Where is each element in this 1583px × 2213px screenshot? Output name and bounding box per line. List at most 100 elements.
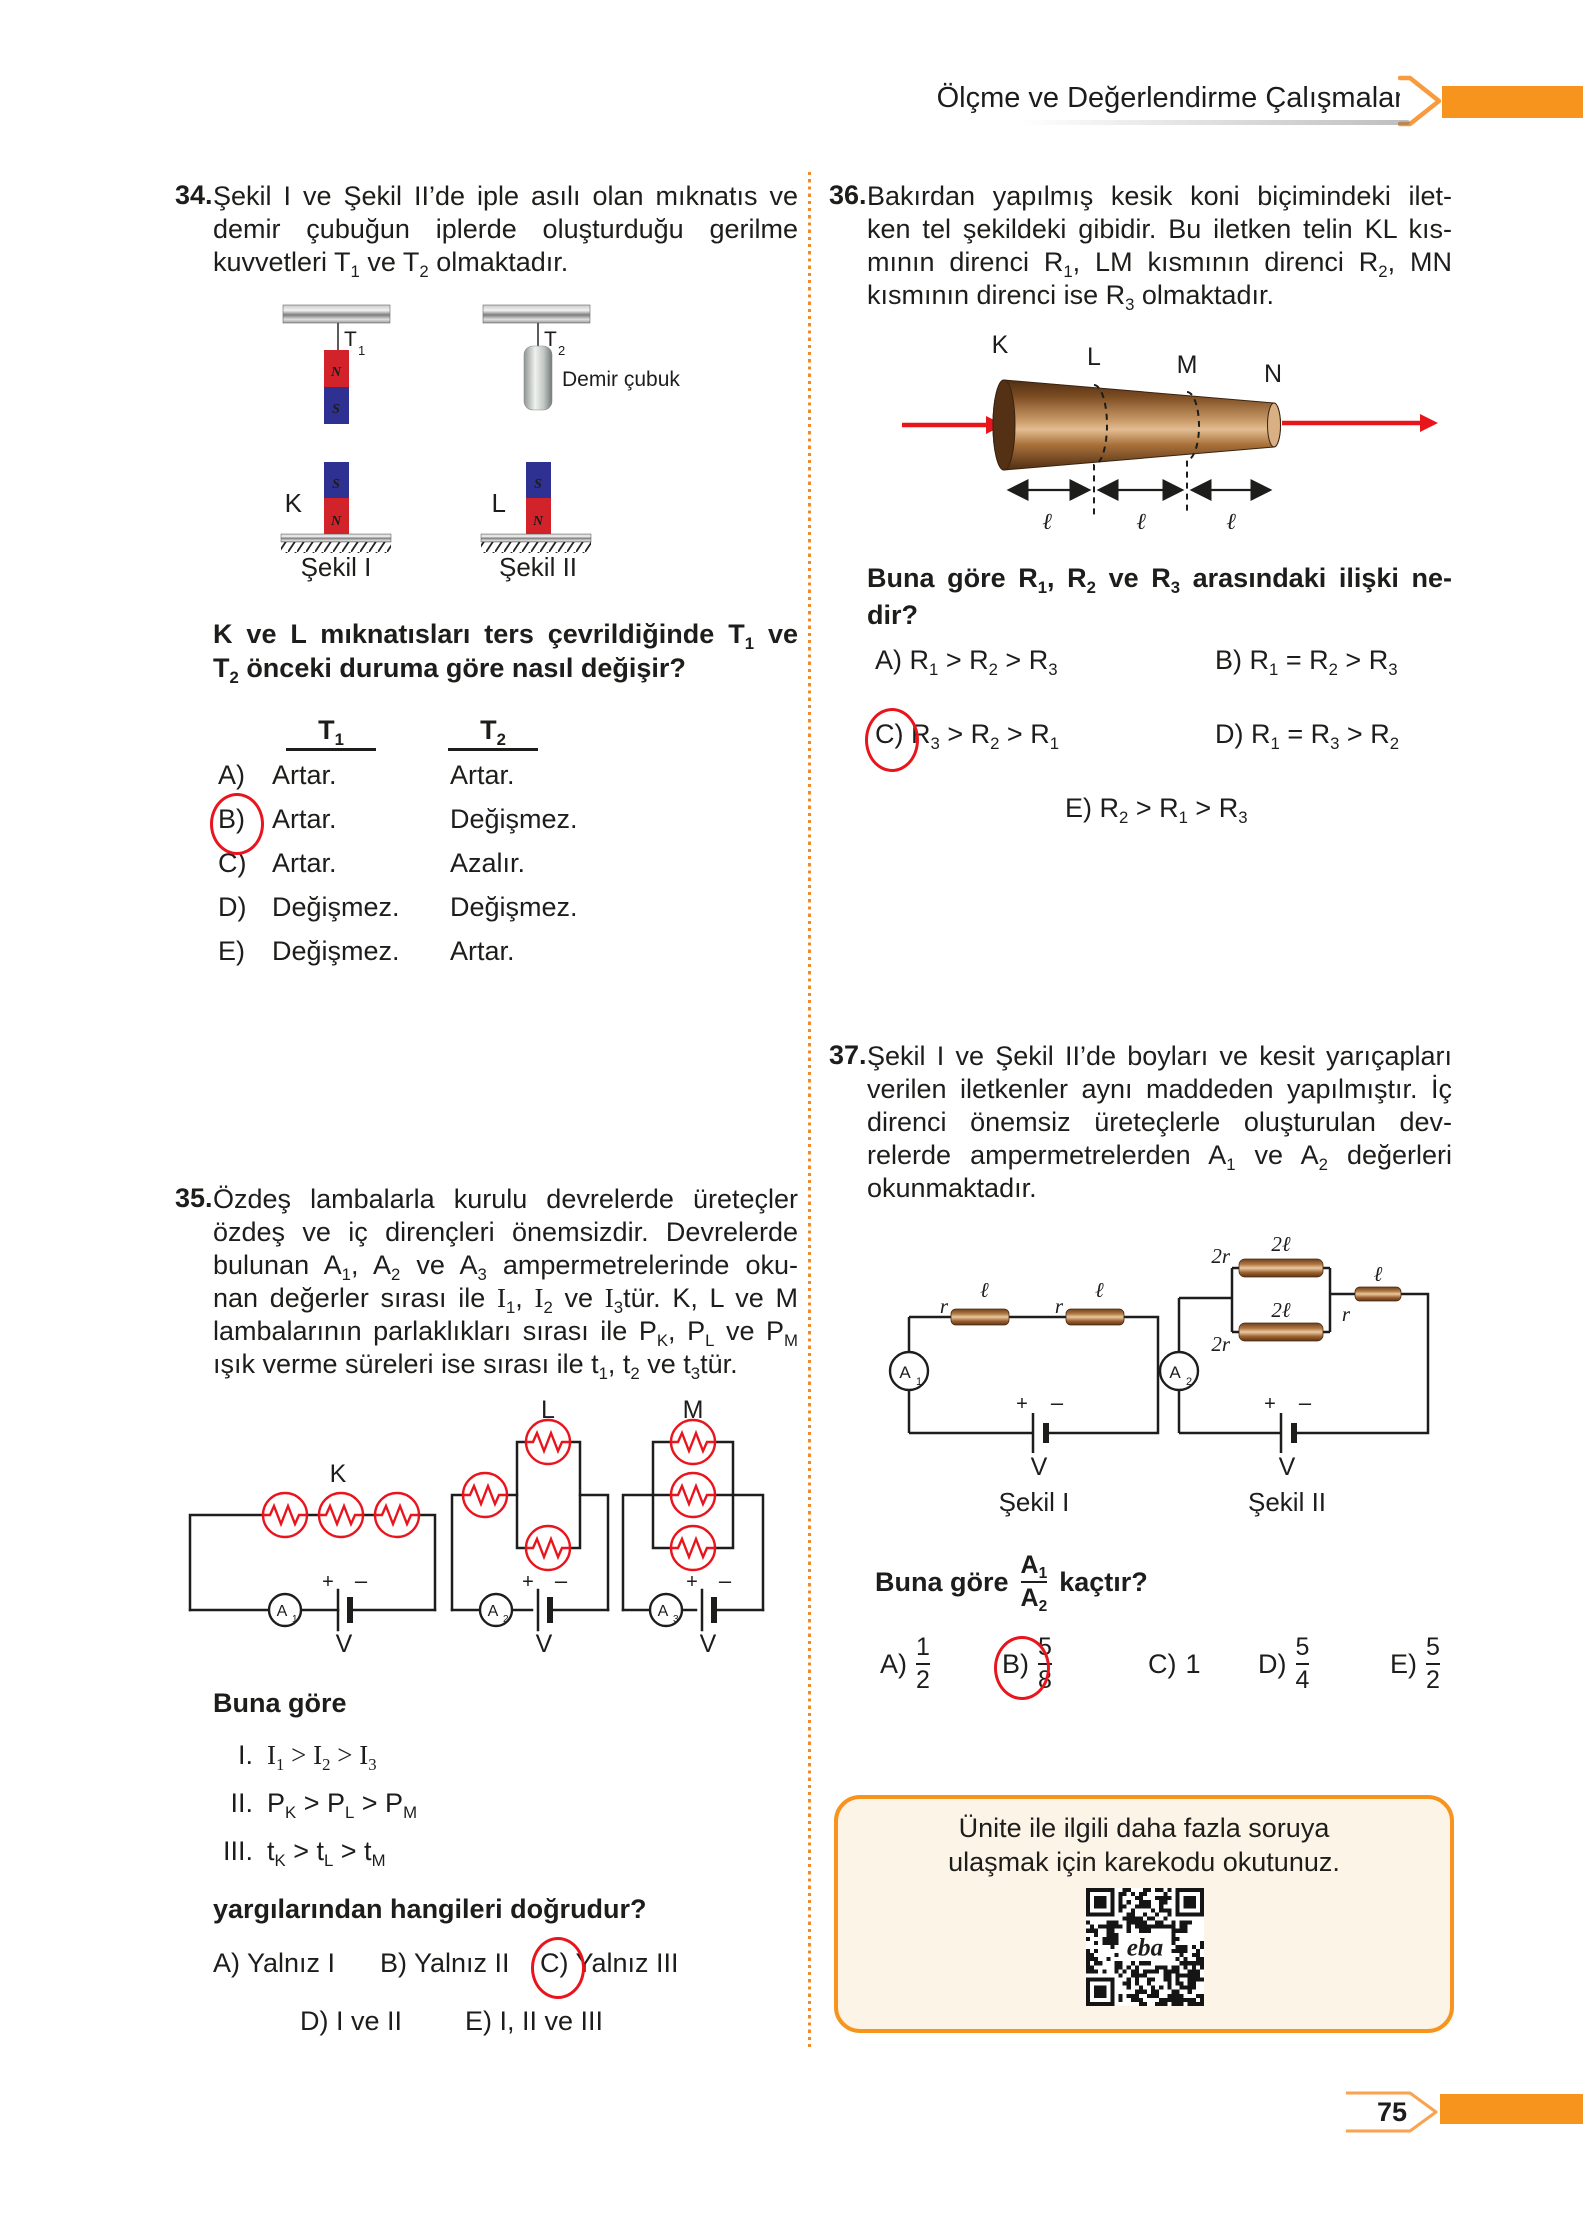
- q35-item-2: II.PK > PL > PM: [230, 1788, 418, 1822]
- svg-text:1: 1: [916, 1376, 922, 1388]
- q34-number: 34.: [175, 180, 213, 210]
- q35-answer-circle-c: [531, 1937, 585, 1999]
- svg-text:r: r: [940, 1294, 949, 1318]
- standing-magnet-n-pole: [324, 498, 349, 534]
- conductor-cylinders: [950, 1258, 1402, 1342]
- q37-text-line: okunmaktadır.: [867, 1173, 1037, 1203]
- q36-number: 36.: [829, 180, 867, 210]
- ceiling-bar: [482, 304, 591, 324]
- figure1-caption: Şekil I: [999, 1487, 1070, 1517]
- q37-choice-c: C)1: [1148, 1648, 1201, 1679]
- header-chevron-icon: [1398, 75, 1442, 127]
- ground-bar: [280, 533, 392, 543]
- t2-label: T: [544, 328, 557, 351]
- current-arrow-right: [1282, 414, 1438, 432]
- q36-choice-b: B) R1 = R2 > R3: [1215, 645, 1398, 679]
- iron-rod: [523, 345, 553, 411]
- q34-option-e: E)Değişmez.Artar.: [218, 936, 515, 966]
- length-labels: ℓ ℓ ℓ: [1042, 509, 1236, 534]
- svg-text:3: 3: [673, 1614, 679, 1625]
- q35-choice-b: B) Yalnız II: [380, 1948, 510, 1978]
- header-shadow-swoosh: [1020, 120, 1410, 125]
- section-dashed-lines: [1093, 384, 1200, 515]
- q34-answer-circle-b: [210, 793, 264, 855]
- svg-text:2ℓ: 2ℓ: [1271, 1298, 1291, 1322]
- svg-text:ℓ: ℓ: [1136, 509, 1146, 534]
- pole-letter-n: N: [330, 514, 342, 529]
- q35-choice-e: E) I, II ve III: [465, 2006, 604, 2036]
- q34-table-header-t1: T1: [286, 715, 376, 751]
- svg-text:A: A: [658, 1603, 669, 1620]
- q35-text-line: nan değerler sırası ile I1, I2 ve I3tür.…: [213, 1283, 798, 1317]
- q37-text-line: verilen iletkenler aynı maddeden yapılmı…: [867, 1074, 1452, 1104]
- svg-text:A: A: [899, 1363, 911, 1382]
- lamp-symbols: [261, 1418, 717, 1572]
- qr-text-line: Ünite ile ilgili daha fazla soruya: [958, 1813, 1330, 1843]
- qr-logo-plate: [1120, 1934, 1170, 1961]
- svg-text:V: V: [700, 1630, 717, 1658]
- battery-symbols: [336, 1588, 717, 1632]
- q34-figure-magnets: T 1 N S K S N Şekil I T 2 Demir çubuk L …: [280, 304, 680, 582]
- q34-text-line: demir çubuğun iplerde oluşturduğu gerilm…: [213, 214, 798, 244]
- q36-question-line: dir?: [867, 600, 918, 630]
- svg-text:ℓ: ℓ: [1042, 509, 1052, 534]
- pole-letter-n: N: [330, 365, 342, 380]
- t1-sub: 1: [358, 343, 365, 358]
- current-arrow-left: [902, 416, 1004, 434]
- q37-question: Buna göre A1 A2 kaçtır?: [875, 1553, 1148, 1615]
- svg-text:2: 2: [503, 1614, 509, 1625]
- ground-hatch: [481, 542, 591, 553]
- q34-option-b: B)Artar.Değişmez.: [218, 804, 578, 834]
- q34-text-line: Şekil I ve Şekil II’de iple asılı olan m…: [213, 181, 798, 211]
- pole-letter-s: S: [332, 402, 340, 417]
- q35-text-line: ışık verme süreleri ise sırası ile t1, t…: [213, 1349, 738, 1383]
- q36-text-line: kısmının direnci ise R3 olmaktadır.: [867, 280, 1274, 314]
- svg-text:A: A: [277, 1603, 288, 1620]
- figure2-caption: Şekil II: [499, 552, 577, 582]
- q35-text: Özdeş lambalarla kurulu devrelerde ürete…: [213, 1183, 798, 1383]
- svg-text:+: +: [686, 1571, 698, 1593]
- svg-text:ℓ: ℓ: [1374, 1262, 1383, 1286]
- q35-choice-d: D) I ve II: [300, 2006, 403, 2036]
- svg-text:–: –: [555, 1568, 568, 1593]
- pole-letter-s: S: [534, 477, 542, 492]
- magnet-k-label: K: [285, 488, 303, 518]
- standing-magnet-s-pole: [324, 462, 349, 498]
- conductor-labels: r ℓ r ℓ 2r 2ℓ 2r 2ℓ ℓ r: [940, 1233, 1383, 1356]
- cone-body: [992, 379, 1281, 471]
- cone-right-face: [1267, 402, 1281, 448]
- page-number: 75: [1377, 2097, 1407, 2127]
- qr-code[interactable]: eba: [1086, 1888, 1204, 2006]
- q35-text-line: özdeş ve iç dirençleri önemsizdir. Devre…: [213, 1217, 798, 1247]
- q34-question-line: K ve L mıknatısları ters çevrildiğinde T…: [213, 619, 798, 653]
- page-number-badge: 75: [1346, 2091, 1438, 2133]
- circuit-m-label: M: [683, 1400, 704, 1424]
- svg-text:2r: 2r: [1211, 1332, 1231, 1356]
- q37-figure-circuits: r ℓ r ℓ 2r 2ℓ 2r 2ℓ ℓ r A 1 A 2 +: [888, 1233, 1430, 1517]
- q36-text: Bakırdan yapılmış kesik koni biçimindeki…: [867, 180, 1452, 314]
- column-separator: [808, 172, 811, 2048]
- svg-text:–: –: [1051, 1390, 1064, 1415]
- q35-text-line: bulunan A1, A2 ve A3 ampermetrelerinde o…: [213, 1250, 798, 1284]
- cone-left-face: [992, 379, 1016, 471]
- svg-text:r: r: [1055, 1294, 1064, 1318]
- standing-magnet-n-pole: [526, 498, 551, 534]
- svg-text:2: 2: [1186, 1376, 1192, 1388]
- pole-letter-n: N: [532, 514, 544, 529]
- ammeter-symbols: A 1 A 2 A 3: [267, 1592, 684, 1628]
- q34-option-c: C)Artar.Azalır.: [218, 848, 526, 878]
- hanging-magnet-n-pole: [324, 350, 349, 387]
- figure2-caption: Şekil II: [1248, 1487, 1326, 1517]
- q35-text-line: lambalarının parlaklıkları sırası ile PK…: [213, 1316, 798, 1350]
- q34-question-line: T2 önceki duruma göre nasıl değişir?: [213, 653, 686, 687]
- q34-option-a: A)Artar.Artar.: [218, 760, 515, 790]
- ground-bar: [480, 533, 592, 543]
- iron-rod-label: Demir çubuk: [562, 368, 680, 391]
- qr-random-cells: [1086, 1888, 1204, 2006]
- svg-text:A: A: [488, 1603, 499, 1620]
- header-orange-bar: [1442, 86, 1583, 118]
- q35-lead: Buna göre: [213, 1688, 347, 1718]
